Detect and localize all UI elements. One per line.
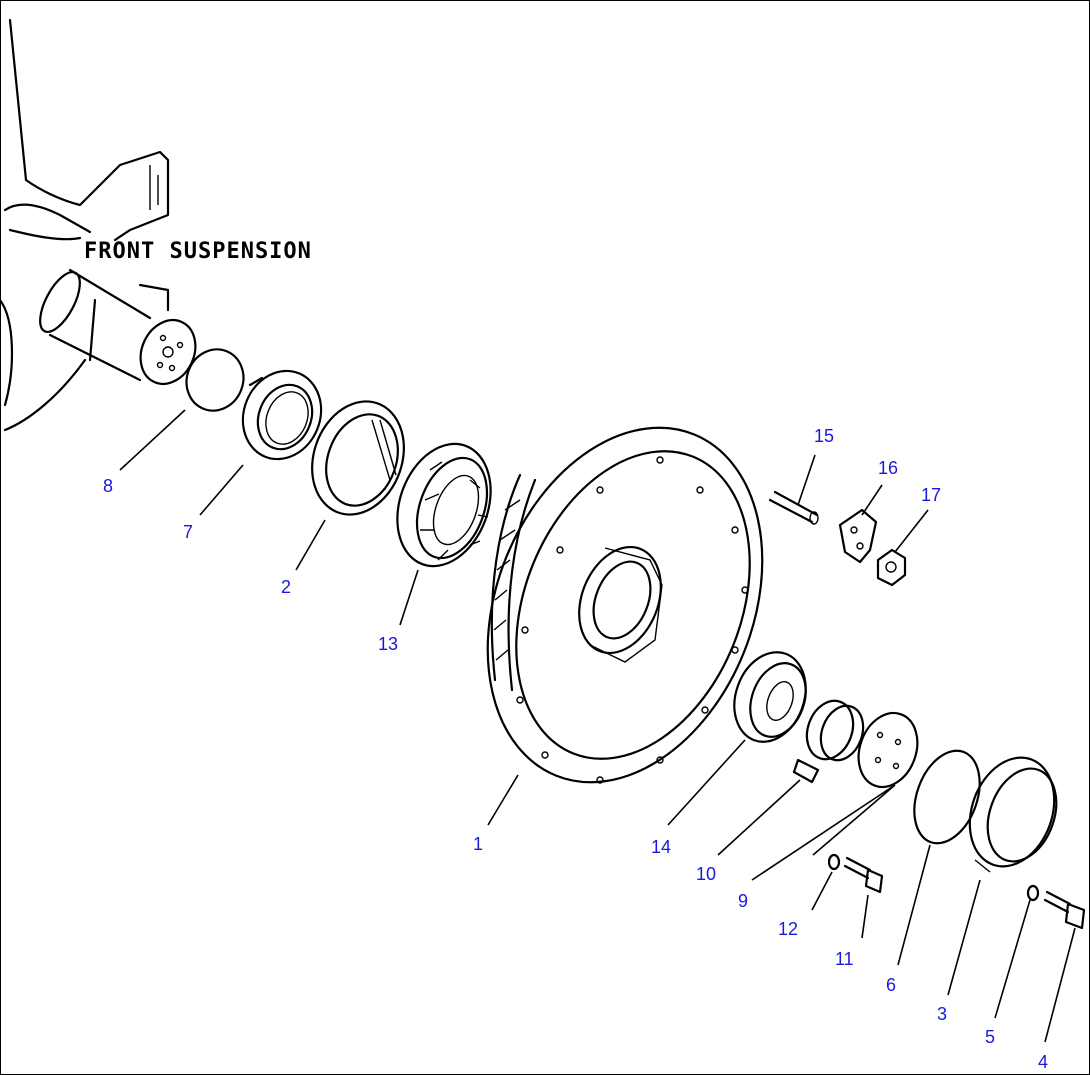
stud-part-15 [768, 490, 819, 525]
callout-labels: 1 2 3 4 5 6 7 8 9 10 11 12 13 14 15 16 1… [103, 426, 1048, 1072]
roller-bearing-part-13 [396, 442, 492, 568]
callout-9: 9 [738, 891, 748, 911]
callout-12: 12 [778, 919, 798, 939]
callout-14: 14 [651, 837, 671, 857]
callout-7: 7 [183, 522, 193, 542]
callout-6: 6 [886, 975, 896, 995]
washer-part-12 [827, 853, 841, 871]
bolt-part-11 [843, 856, 884, 894]
bearing-race-part-2 [311, 400, 405, 516]
bearing-part-14 [733, 651, 807, 743]
callout-3: 3 [937, 1004, 947, 1024]
callout-15: 15 [814, 426, 834, 446]
callout-1: 1 [473, 834, 483, 854]
callout-2: 2 [281, 577, 291, 597]
bolt-part-4 [1043, 890, 1086, 930]
retainer-plate-part-9 [857, 711, 919, 789]
lock-plate-part-16 [838, 508, 878, 564]
cover-part-3 [968, 756, 1058, 873]
seal-part-7 [241, 369, 323, 461]
spacer-part-10 [792, 699, 865, 784]
nut-part-17 [876, 548, 907, 587]
o-ring-part-8 [185, 348, 245, 412]
callout-11: 11 [835, 949, 854, 969]
callout-5: 5 [985, 1027, 995, 1047]
callout-13: 13 [378, 634, 398, 654]
o-ring-part-6 [913, 749, 981, 845]
callout-17: 17 [921, 485, 941, 505]
callout-8: 8 [103, 476, 113, 496]
wheel-hub-part-1 [486, 426, 764, 784]
spindle [39, 268, 197, 385]
callout-16: 16 [878, 458, 898, 478]
washer-part-5 [1026, 884, 1040, 902]
leader-lines [119, 409, 1076, 1043]
suspension-frame [0, 18, 170, 432]
callout-10: 10 [696, 864, 716, 884]
callout-4: 4 [1038, 1052, 1048, 1072]
diagram-title: FRONT SUSPENSION [84, 239, 312, 264]
